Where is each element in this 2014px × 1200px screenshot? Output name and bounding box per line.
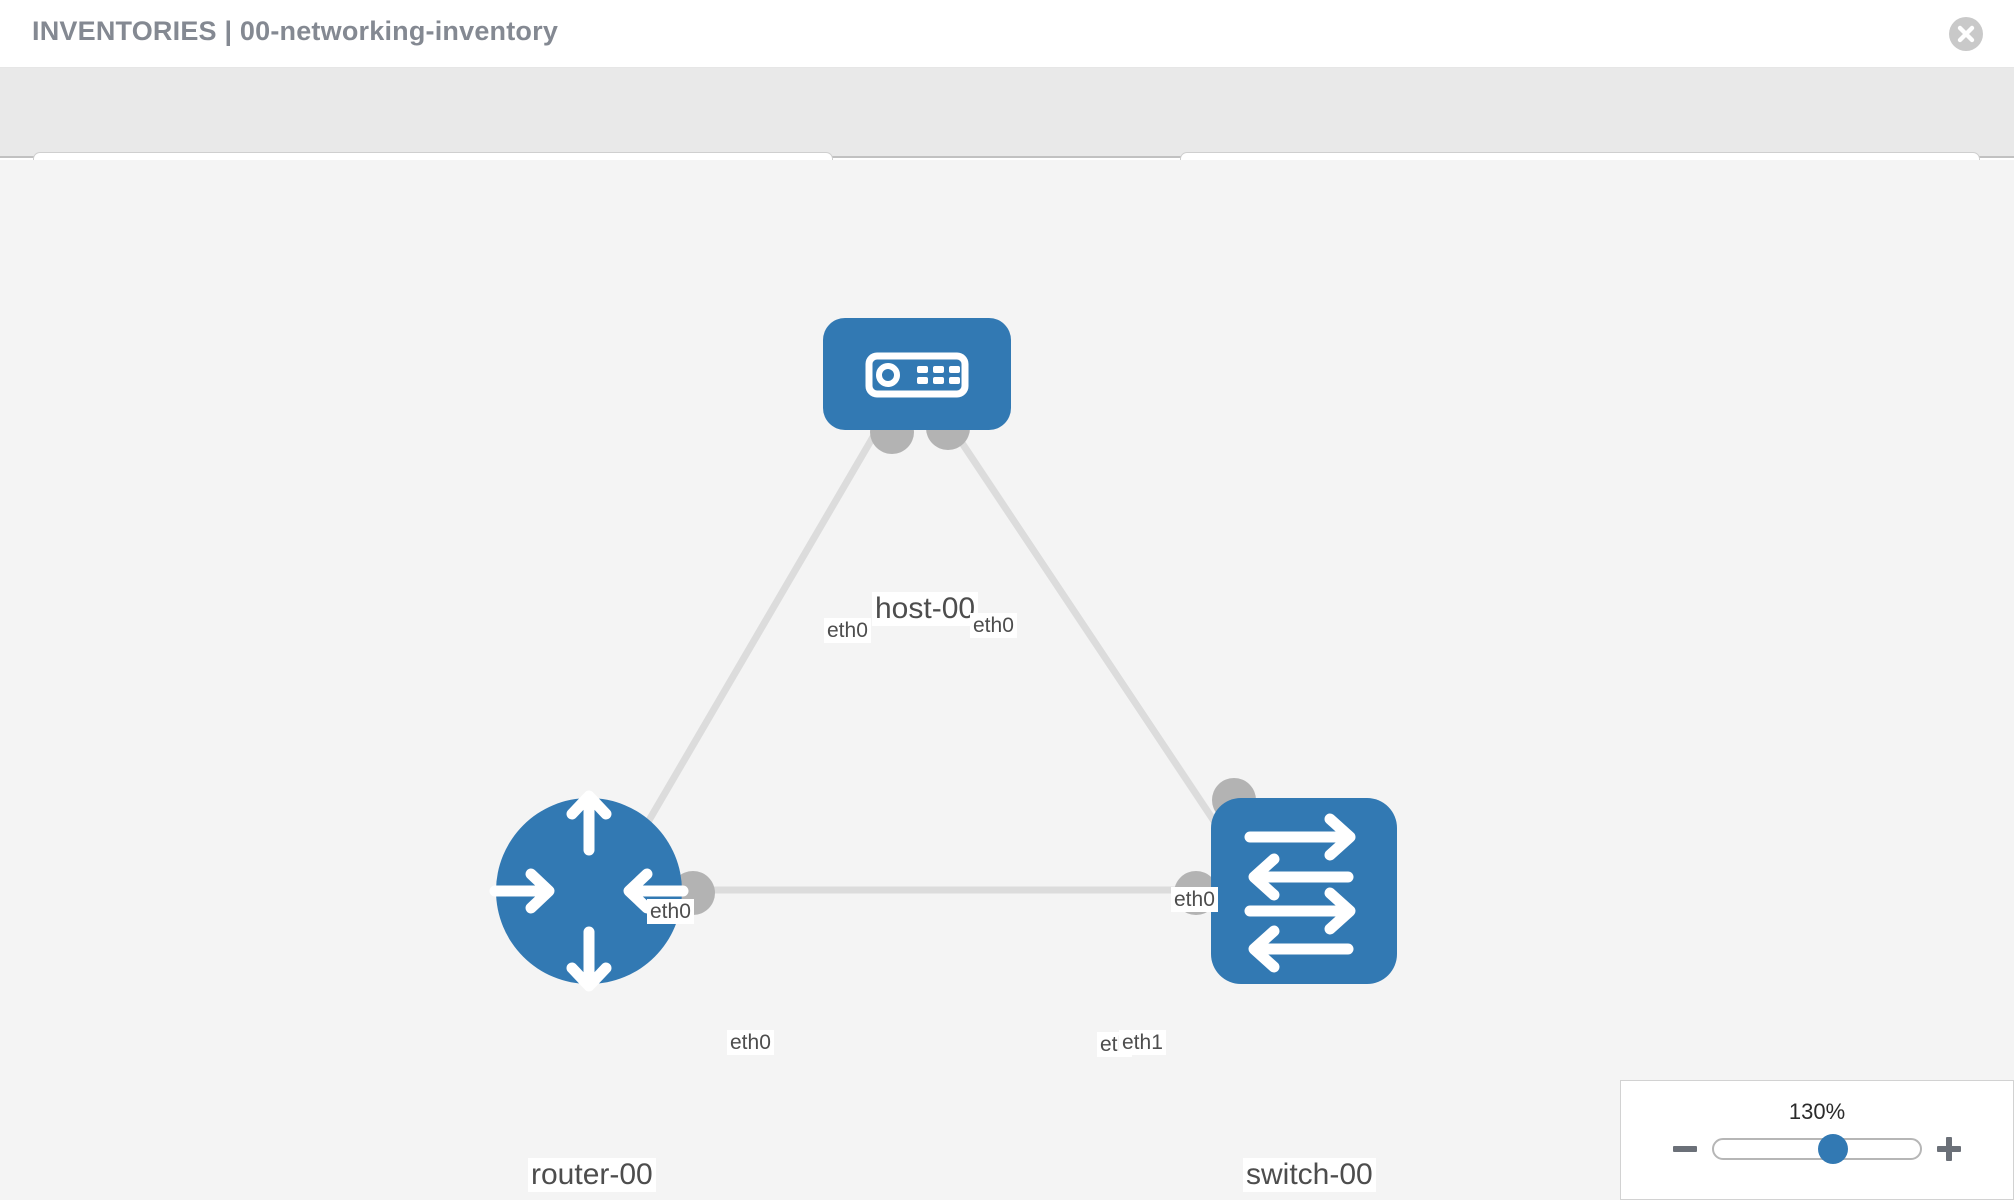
page-header: INVENTORIES | 00-networking-inventory (0, 0, 2014, 68)
zoom-slider[interactable] (1712, 1134, 1922, 1164)
topology-links (616, 423, 1243, 894)
node-label-switch-00: switch-00 (1243, 1158, 1376, 1192)
node-label-router-00: router-00 (528, 1158, 656, 1192)
interface-label: eth0 (970, 613, 1017, 638)
server-icon (865, 352, 969, 398)
minus-icon (1673, 1146, 1697, 1152)
router-icon (489, 790, 689, 992)
node-switch-00 (1211, 798, 1397, 984)
plus-icon (1946, 1137, 1952, 1161)
node-router-00 (489, 790, 689, 992)
interface-label: eth0 (1171, 887, 1218, 912)
interface-label: eth0 (727, 1030, 774, 1055)
link-host00-router00 (616, 423, 884, 872)
zoom-level-value: 130% (1788, 1099, 1846, 1124)
topology-graph (489, 318, 1397, 992)
interface-label: eth0 (824, 618, 871, 643)
zoom-out-button[interactable] (1672, 1136, 1698, 1162)
topology-canvas[interactable]: host-00 router-00 switch-00 eth0 eth0 et… (0, 160, 2014, 1200)
node-host-00 (823, 318, 1011, 430)
zoom-slider-thumb[interactable] (1818, 1134, 1849, 1164)
zoom-control-panel: 130% (1620, 1080, 2014, 1200)
link-host00-switch00 (947, 423, 1243, 862)
zoom-in-button[interactable] (1936, 1136, 1962, 1162)
interface-label: eth1 (1119, 1030, 1166, 1055)
close-icon[interactable] (1948, 16, 1984, 52)
server-icon-dots (917, 366, 960, 384)
page-title: INVENTORIES | 00-networking-inventory (32, 16, 559, 46)
toolbar: ACTIONS SEARCH (0, 68, 2014, 204)
node-label-host-00: host-00 (872, 592, 979, 626)
interface-label: eth0 (647, 899, 694, 924)
switch-icon (1244, 813, 1356, 973)
topology-connectors (671, 406, 1256, 915)
